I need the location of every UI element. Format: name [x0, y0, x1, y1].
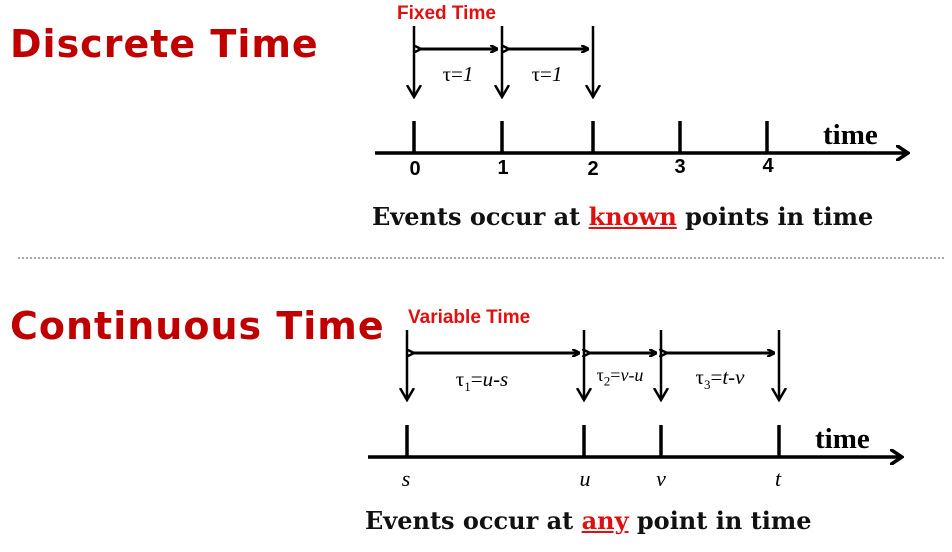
axis-label: time: [823, 119, 878, 151]
continuous-event-arrows: [407, 330, 779, 400]
tick-label: 0: [409, 158, 421, 180]
tick-label: t: [774, 466, 782, 491]
tick-label: 4: [762, 155, 774, 177]
discrete-title: Discrete Time: [10, 22, 319, 66]
discrete-event-arrows: [414, 26, 593, 97]
tick-label: 2: [587, 158, 599, 180]
axis-label: time: [815, 423, 870, 455]
variable-time-label: Variable Time: [408, 307, 531, 328]
discrete-caption: Events occur at known points in time: [372, 202, 874, 231]
interval-label: τ3=t-v: [695, 365, 745, 393]
tick-label: v: [656, 466, 666, 491]
highlight-word: known: [588, 202, 677, 231]
highlight-word: any: [581, 506, 629, 535]
continuous-title: Continuous Time: [10, 304, 385, 348]
continuous-caption: Events occur at any point in time: [365, 506, 812, 535]
interval-label: τ2=v-u: [596, 365, 644, 389]
tick-label: s: [401, 466, 411, 491]
continuous-axis: [368, 425, 902, 457]
tick-label: 1: [497, 157, 509, 179]
fixed-time-label: Fixed Time: [397, 3, 496, 24]
interval-label: τ1=u-s: [455, 367, 509, 395]
tick-label: 3: [674, 156, 686, 178]
interval-label: τ=1: [442, 62, 474, 86]
interval-label: τ=1: [531, 62, 563, 86]
tick-label: u: [579, 466, 591, 491]
discrete-axis: [375, 121, 908, 153]
